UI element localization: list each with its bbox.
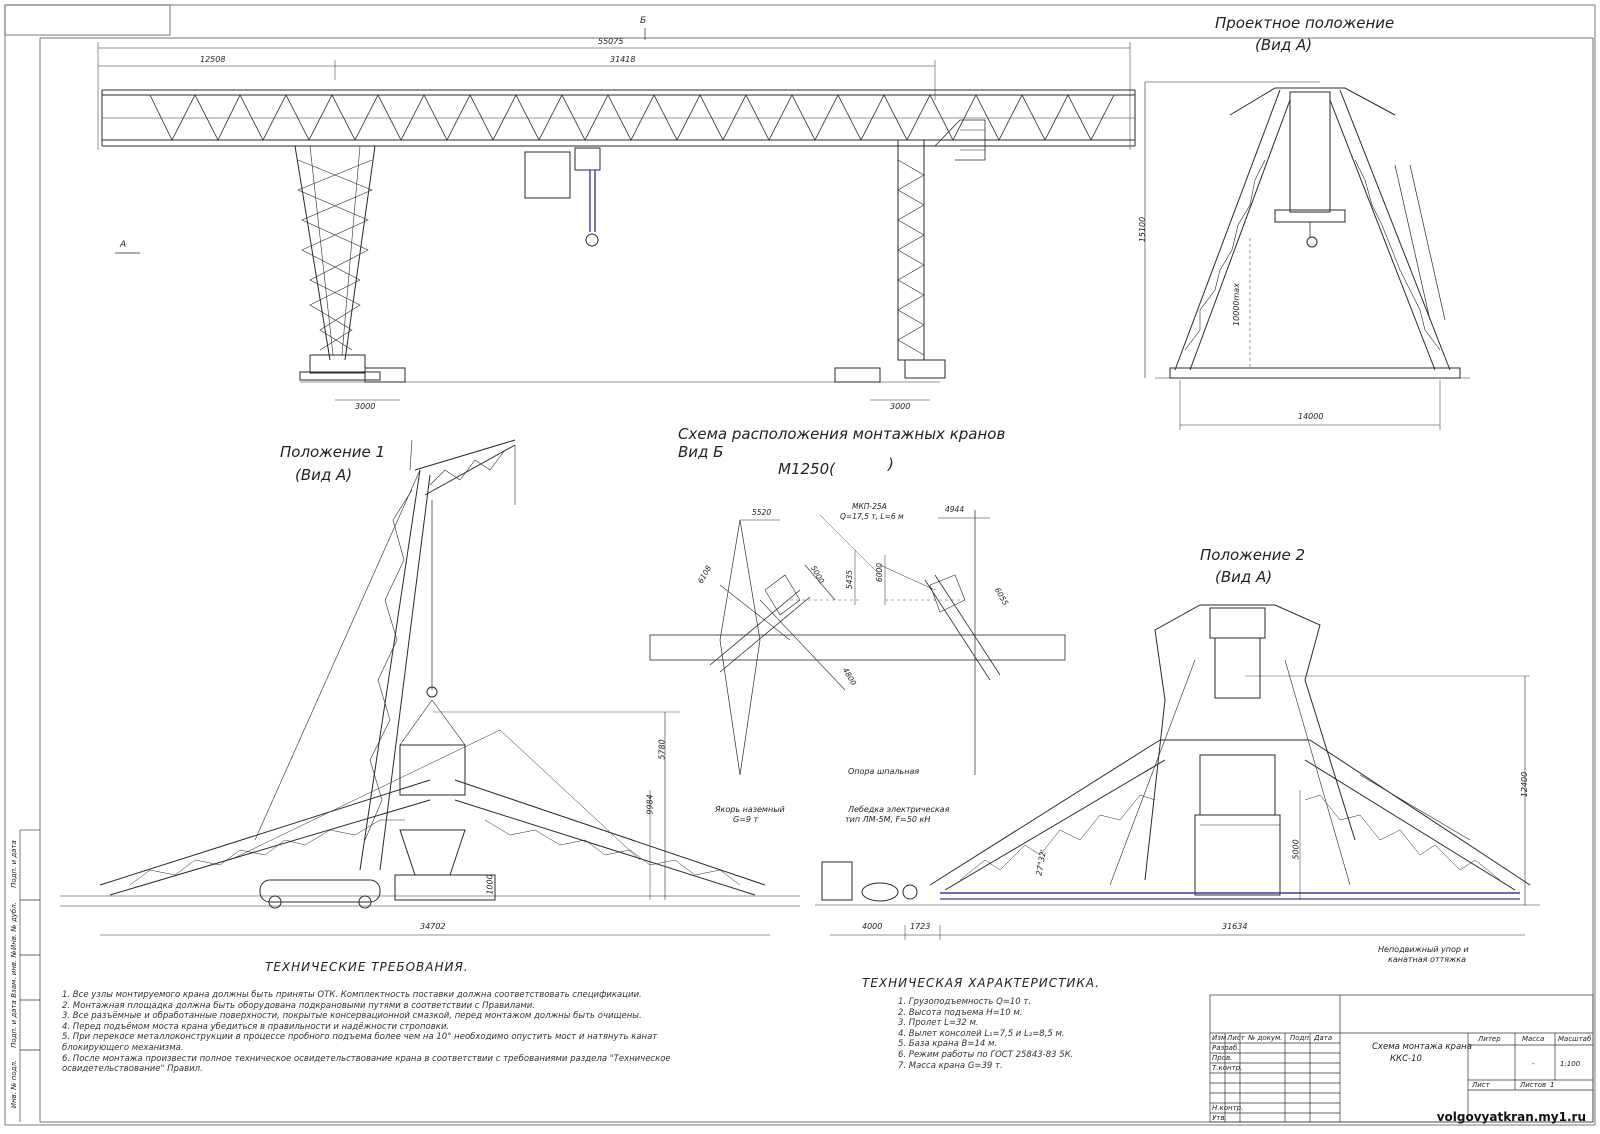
dim-pos2-w2: 1723 [910, 922, 931, 931]
tech-req-item: 1. Все узлы монтируемого крана должны бы… [62, 990, 642, 1000]
dim-pos1-h2: 9984 [645, 794, 655, 815]
tb-role-developer: Разраб. [1212, 1044, 1240, 1052]
scheme-winch-label-1: Лебедка электрическая [848, 805, 950, 814]
left-stamp-5: Подп. и дата [9, 840, 18, 888]
tb-role-approve: Утв. [1212, 1114, 1227, 1122]
position-1-title: Положение 1 [280, 443, 386, 461]
scheme-title: Схема расположения монтажных кранов [678, 425, 1006, 443]
tb-role-ncontrol: Н.контр. [1212, 1104, 1244, 1112]
tech-specs-list: 1. Грузоподъемность Q=10 т. 2. Высота по… [898, 997, 1073, 1071]
pos2-note-2: канатная оттяжка [1388, 955, 1466, 964]
left-stamp-4: Инв. № дубл. [9, 902, 18, 950]
tech-req-item: освидетельствование" Правил. [62, 1064, 203, 1075]
scheme-anchor-label-2: G=9 т [733, 815, 759, 824]
tb-role-tcontrol: Т.контр. [1212, 1064, 1243, 1072]
dim-pos1-width: 34702 [420, 922, 446, 931]
left-stamp-3: Взам. инв. № [9, 950, 18, 998]
dim-pos2-h2: 5000 [1291, 839, 1301, 860]
mark-b: Б [640, 16, 647, 26]
tech-spec-item: 1. Грузоподъемность Q=10 т. [898, 997, 1032, 1007]
position-1-subtitle: (Вид А) [295, 466, 353, 484]
tech-req-item: 2. Монтажная площадка должна быть оборуд… [62, 1000, 535, 1011]
tech-req-item: 4. Перед подъёмом моста крана убедиться … [62, 1021, 450, 1032]
outer-border [4, 4, 1596, 1126]
position-2-title: Положение 2 [1200, 546, 1306, 564]
position-2-subtitle: (Вид А) [1215, 568, 1273, 586]
drawing-name-line-2: ККС-10 [1390, 1054, 1422, 1064]
dim-side-base: 14000 [1298, 412, 1324, 421]
dim-scheme-6000: 6000 [875, 562, 885, 583]
tech-spec-item: 7. Масса крана G=39 т. [898, 1060, 1003, 1071]
scheme-anchor-label-1: Якорь наземный [715, 805, 785, 814]
tb-sheets-value: 1 [1550, 1081, 1555, 1089]
drawing-name-line-1: Схема монтажа крана [1372, 1042, 1472, 1052]
tech-spec-item: 2. Высота подъема H=10 м. [898, 1007, 1023, 1018]
front-view-crane [97, 28, 1136, 401]
tb-scale: Масштаб [1558, 1035, 1592, 1043]
dim-scheme-5520: 5520 [752, 508, 772, 517]
scheme-crane-spec-2: Q=17,5 т, L=6 м [840, 512, 904, 521]
scheme-crane-spec-1: МКП-25А [852, 502, 887, 511]
tech-spec-item: 3. Пролет L=32 м. [898, 1018, 979, 1029]
dim-pos2-w1: 4000 [862, 922, 883, 931]
tech-req-item: 5. При перекосе металлоконструкции в про… [62, 1032, 658, 1043]
scheme-crane-model-close: ) [888, 455, 894, 473]
top-left-box [4, 4, 171, 36]
tech-req-item: блокирующего механизма. [62, 1042, 184, 1053]
tech-req-item: 6. После монтажа произвести полное техни… [62, 1053, 671, 1064]
tech-requirements-list: 1. Все узлы монтируемого крана должны бы… [62, 990, 671, 1075]
tech-spec-item: 6. Режим работы по ГОСТ 25843-83 5К. [898, 1049, 1074, 1060]
tb-mass-value: - [1532, 1060, 1535, 1068]
tb-header-list: Лист [1227, 1034, 1245, 1042]
tech-spec-item: 4. Вылет консолей L₁=7,5 и L₂=8,5 м. [898, 1028, 1065, 1039]
left-stamp-2: Подп. и дата [9, 1000, 18, 1048]
tb-header-sign: Подп. [1290, 1034, 1312, 1042]
site-watermark: volgovyatkran.my1.ru [1436, 1110, 1586, 1124]
tb-sheet: Лист [1472, 1081, 1490, 1089]
dim-front-total: 55075 [598, 37, 624, 46]
dim-pos1-height: 5780 [657, 739, 667, 760]
inner-frame [39, 37, 1594, 1123]
dim-side-height: 15100 [1138, 216, 1148, 243]
scheme-winch-label-2: тип ЛМ-5М, F=50 кН [845, 815, 931, 824]
title-block-grid [1209, 994, 1594, 1123]
scheme-subtitle: Вид Б [678, 443, 724, 461]
dim-pos2-w3: 31634 [1222, 922, 1248, 931]
dim-pos2-height: 12400 [1520, 771, 1530, 798]
position-2-view [815, 604, 1540, 940]
left-stamp-1: Инв. № подл. [10, 1059, 19, 1109]
dim-front-left: 12508 [200, 55, 226, 64]
dim-base-right: 3000 [890, 402, 911, 411]
project-position-subtitle: (Вид А) [1255, 36, 1313, 54]
scheme-crane-model: М1250( [778, 460, 835, 478]
tb-header-date: Дата [1314, 1034, 1333, 1042]
dim-scheme-4944: 4944 [945, 505, 965, 514]
tb-sheets: Листов [1520, 1081, 1547, 1089]
tech-requirements-title: ТЕХНИЧЕСКИЕ ТРЕБОВАНИЯ. [265, 960, 469, 974]
tb-header-izm: Изм [1212, 1034, 1227, 1042]
tech-spec-item: 5. База крана B=14 м. [898, 1039, 998, 1050]
dim-base-left: 3000 [355, 402, 376, 411]
pos2-note-1: Неподвижный упор и [1378, 945, 1469, 954]
tb-litera: Литер [1478, 1035, 1501, 1043]
project-position-title: Проектное положение [1215, 14, 1395, 32]
scheme-support-label: Опора шпальная [848, 767, 920, 776]
tech-req-item: 3. Все разъёмные и обработанные поверхно… [62, 1011, 642, 1022]
dim-front-span: 31418 [610, 55, 636, 64]
mark-a: А [120, 240, 127, 250]
tb-header-doc: № докум. [1248, 1034, 1283, 1042]
dim-pos1-h3: 1000 [485, 874, 495, 895]
dim-side-lift: 10000max [1231, 283, 1241, 326]
tb-role-checker: Пров. [1212, 1054, 1233, 1062]
tb-mass: Масса [1522, 1035, 1545, 1043]
crane-scheme-view [649, 510, 1066, 776]
tb-scale-value: 1:100 [1560, 1060, 1581, 1068]
position-1-view [60, 439, 800, 936]
tech-specs-title: ТЕХНИЧЕСКАЯ ХАРАКТЕРИСТИКА. [862, 976, 1100, 990]
side-view-crane [1144, 81, 1470, 430]
dim-scheme-5435: 5435 [845, 569, 855, 590]
